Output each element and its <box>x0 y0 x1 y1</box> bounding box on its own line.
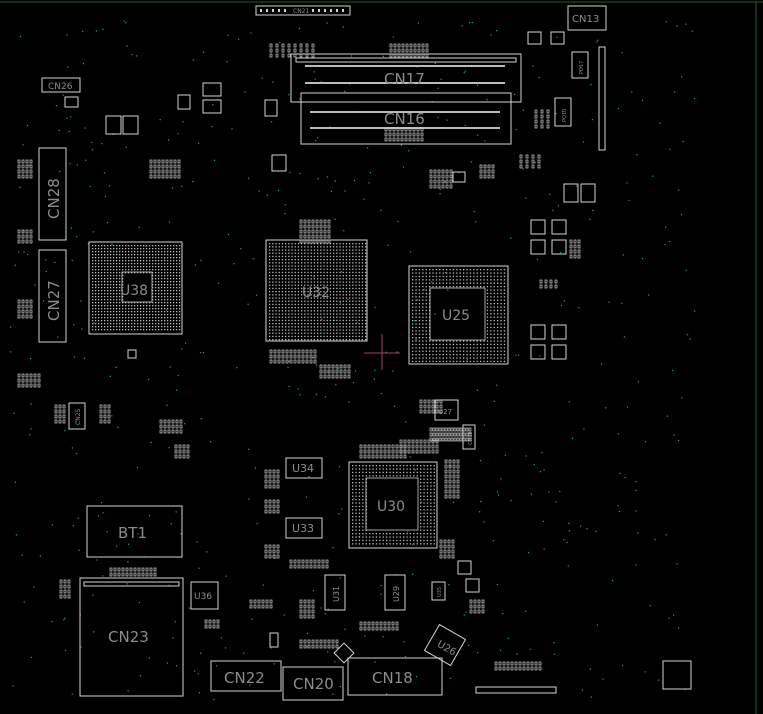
label-cn28: CN28 <box>45 178 63 219</box>
edge-connector-strip <box>598 46 606 151</box>
connector-cn28[interactable]: CN28 <box>38 147 67 241</box>
label-cn22: CN22 <box>224 669 265 687</box>
label-u30: U30 <box>377 499 405 515</box>
small-parts <box>64 31 692 690</box>
connector-cn27[interactable]: CN27 <box>38 249 67 343</box>
label-cn21: CN21 <box>293 8 309 15</box>
label-cn18: CN18 <box>372 669 413 687</box>
label-u33: U33 <box>292 522 314 535</box>
label-cn25: CN25 <box>75 409 82 425</box>
battery-bt1[interactable]: BT1 <box>86 505 183 558</box>
diamond-part <box>333 642 355 664</box>
label-u38: U38 <box>120 283 148 299</box>
label-u34: U34 <box>292 462 314 475</box>
label-u31: U31 <box>332 586 341 602</box>
connector-cn23[interactable]: CN23 <box>79 577 184 697</box>
label-cn16: CN16 <box>384 110 425 128</box>
connector-cn22[interactable]: CN22 <box>210 660 282 692</box>
label-pd17: PD17 <box>579 61 585 74</box>
cursor-crosshair <box>364 334 400 370</box>
connector-cn16[interactable]: CN16 <box>300 92 512 145</box>
label-cn27: CN27 <box>45 280 63 321</box>
label-cn26: CN26 <box>48 82 73 92</box>
label-cn17: CN17 <box>384 70 425 88</box>
chip-u30[interactable]: U30 <box>348 461 438 549</box>
chip-u31[interactable]: U31 <box>324 574 346 611</box>
connector-cn18[interactable]: CN18 <box>347 657 443 696</box>
label-cn13: CN13 <box>572 14 599 25</box>
connector-cn17[interactable]: CN17 <box>290 53 522 103</box>
label-u25: U25 <box>442 308 470 324</box>
pad-clusters <box>17 43 581 671</box>
bottom-edge-connector <box>475 686 557 694</box>
label-u35: U35 <box>437 587 443 597</box>
chip-u34[interactable]: U34 <box>285 457 323 479</box>
label-pq10: PQ10 <box>562 109 568 122</box>
connector-cn21[interactable]: CN21 <box>255 5 351 16</box>
label-bt1: BT1 <box>118 524 147 542</box>
connector-cn26[interactable]: CN26 <box>41 77 81 93</box>
chip-u38[interactable]: U38 <box>88 241 183 335</box>
chip-u25[interactable]: U25 <box>408 265 509 365</box>
connector-cn20[interactable]: CN20 <box>282 666 344 701</box>
connector-cn25[interactable]: CN25 <box>68 402 86 430</box>
connector-cn13[interactable]: CN13 <box>567 5 607 31</box>
label-u32: U32 <box>302 285 330 301</box>
chip-u35[interactable]: U35 <box>431 581 446 601</box>
part-pq10[interactable]: PQ10 <box>554 97 572 127</box>
chip-u27[interactable]: U27 <box>434 399 459 421</box>
label-u36: U36 <box>194 592 212 602</box>
label-u27: U27 <box>438 408 452 416</box>
chip-u32[interactable]: U32 <box>265 239 368 342</box>
chip-u33[interactable]: U33 <box>285 517 323 539</box>
chip-u36[interactable]: U36 <box>190 581 219 610</box>
label-cn23: CN23 <box>108 628 149 646</box>
part-pd17[interactable]: PD17 <box>571 51 589 79</box>
chip-u29[interactable]: U29 <box>384 574 406 611</box>
label-cn20: CN20 <box>293 675 334 693</box>
label-u29: U29 <box>392 586 401 602</box>
